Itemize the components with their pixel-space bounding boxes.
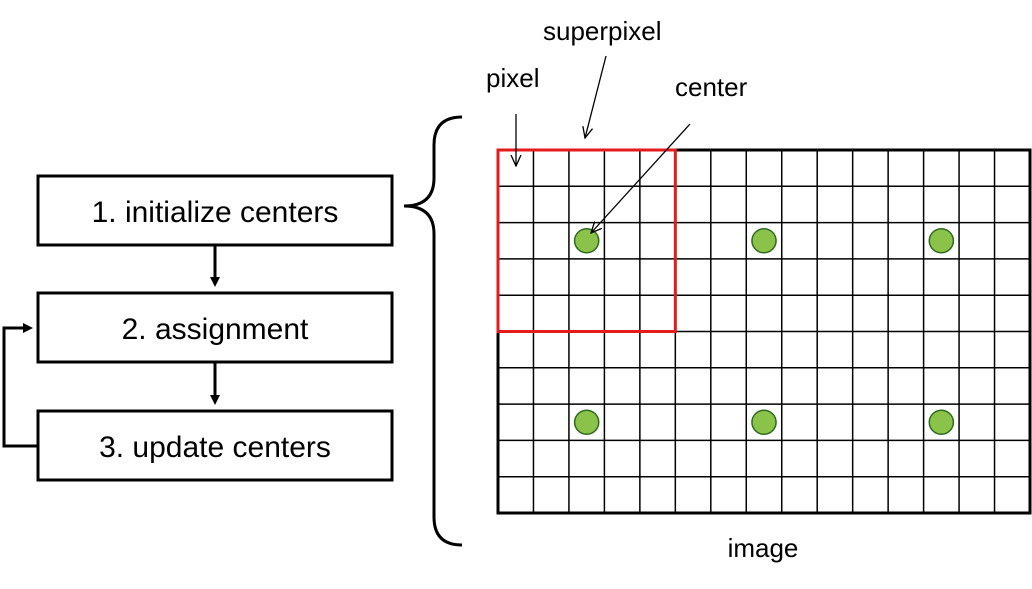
step-box [36, 174, 394, 247]
center-dot [573, 409, 600, 436]
curly-brace [403, 115, 463, 547]
step-label: 3. update centers [99, 431, 331, 464]
flowchart: 1. initialize centers 2. assignment 3. u… [2, 174, 394, 482]
step-label: 2. assignment [122, 313, 309, 346]
center-dot [751, 409, 777, 436]
superpixel-outline [496, 148, 677, 333]
center-dot [928, 227, 955, 254]
center-dot [573, 227, 600, 254]
step-box [36, 409, 394, 482]
center-annotation: center [675, 72, 748, 102]
step-assignment: 2. assignment [36, 291, 394, 364]
superpixel-pointer [585, 55, 607, 138]
center-dot [751, 227, 777, 254]
superpixel-annotation: superpixel [543, 16, 662, 46]
step-update-centers: 3. update centers [36, 409, 394, 482]
step-box [36, 291, 394, 364]
pixel-annotation: pixel [486, 63, 539, 93]
center-pointer [591, 123, 691, 233]
step-initialize-centers: 1. initialize centers [36, 174, 394, 247]
step-label: 1. initialize centers [92, 196, 339, 229]
center-dot [928, 409, 955, 436]
image-caption: image [728, 533, 799, 563]
loop-arrow-update-to-assignment [2, 323, 38, 448]
cluster-centers [573, 227, 955, 436]
